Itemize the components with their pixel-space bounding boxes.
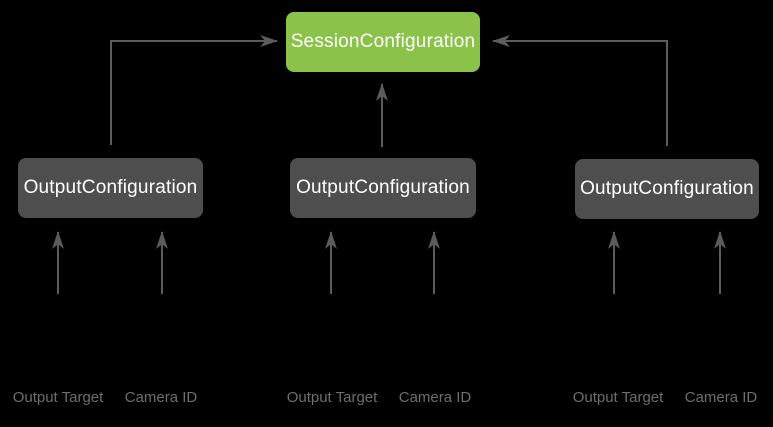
output-configuration-box-1: OutputConfiguration: [18, 158, 203, 218]
output-configuration-label-3: OutputConfiguration: [580, 178, 754, 199]
output-configuration-label-2: OutputConfiguration: [296, 177, 470, 198]
output-configuration-box-3: OutputConfiguration: [575, 159, 759, 219]
arrow-output1-to-session: [110, 35, 278, 145]
output-configuration-box-2: OutputConfiguration: [290, 158, 476, 218]
output-configuration-label-1: OutputConfiguration: [23, 177, 198, 198]
arrow-output3-to-session: [492, 35, 668, 146]
camera-id-label-1: Camera ID: [124, 389, 198, 406]
output-target-label-3: Output Target: [572, 389, 664, 406]
camera-id-label-2: Camera ID: [398, 389, 472, 406]
output-target-label-2: Output Target: [286, 389, 378, 406]
output-target-label-1: Output Target: [12, 389, 104, 406]
session-configuration-label: SessionConfiguration: [290, 31, 476, 52]
session-configuration-box: SessionConfiguration: [286, 12, 480, 72]
camera-id-label-3: Camera ID: [684, 389, 758, 406]
